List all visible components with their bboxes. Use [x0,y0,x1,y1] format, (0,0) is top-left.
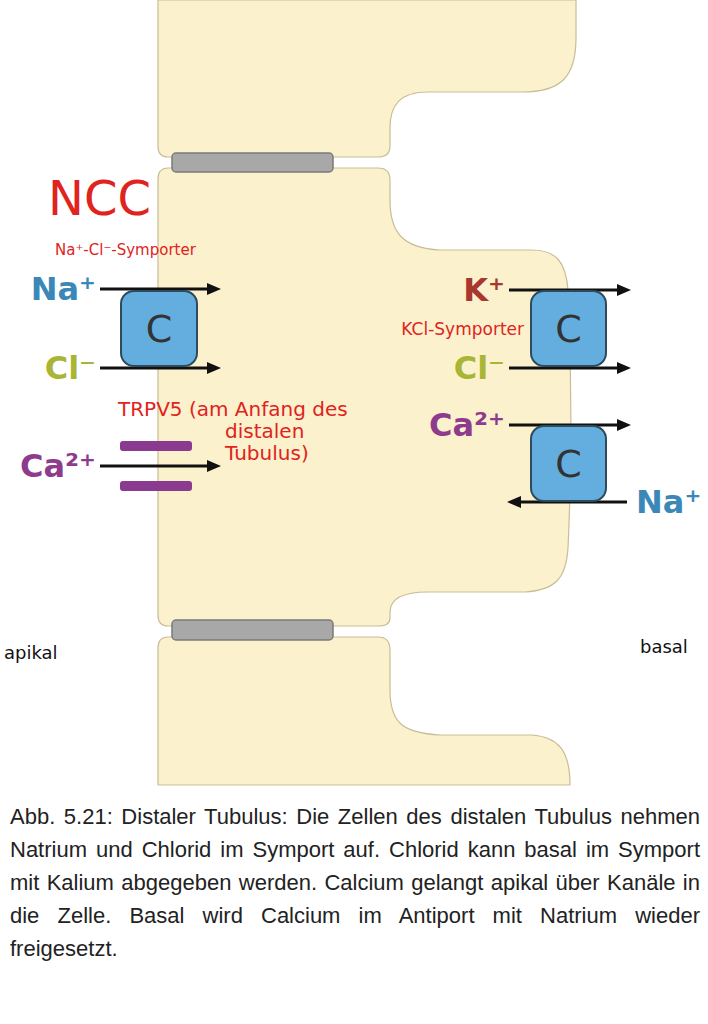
arrow-head [617,419,631,431]
ion-label: K⁺ [463,270,505,310]
arrow-head [617,362,631,374]
ion-label: Cl⁻ [454,348,505,388]
flux-arrow [100,465,210,468]
transporter-box: C [530,290,607,367]
arrow-head [617,284,631,296]
arrow-head [207,460,221,472]
transporter-letter: C [146,310,173,348]
side-label: basal [640,636,688,658]
channel-note: TRPV5 (am Anfang des distalen Tubulus) [118,398,355,464]
distal-tubule-cell [158,168,571,626]
transporter-letter: C [555,310,582,348]
arrow-head [507,496,521,508]
channel-wall [120,481,192,491]
tight-junction [172,620,333,640]
transporter-letter: C [555,445,582,483]
channel-wall [120,441,192,451]
transporter-box: C [120,290,198,367]
figure-caption: Abb. 5.21: Distaler Tubulus: Die Zellen … [10,800,700,965]
upper-cell [158,0,576,157]
ion-label: Cl⁻ [45,348,96,388]
arrow-head [207,283,221,295]
transporter-box: C [530,425,607,502]
transporter-name: NCC [48,170,151,226]
ion-label: Ca²⁺ [429,405,505,445]
lower-cell [158,637,570,785]
transporter-note: Na⁺-Cl⁻-Symporter [55,240,196,260]
ion-label: Na⁺ [31,269,96,309]
arrow-head [207,362,221,374]
transporter-note: KCl-Symporter [401,318,524,340]
side-label: apikal [4,642,58,664]
ion-label: Ca²⁺ [20,446,96,486]
ion-label: Na⁺ [636,482,701,522]
tight-junction [172,153,333,172]
